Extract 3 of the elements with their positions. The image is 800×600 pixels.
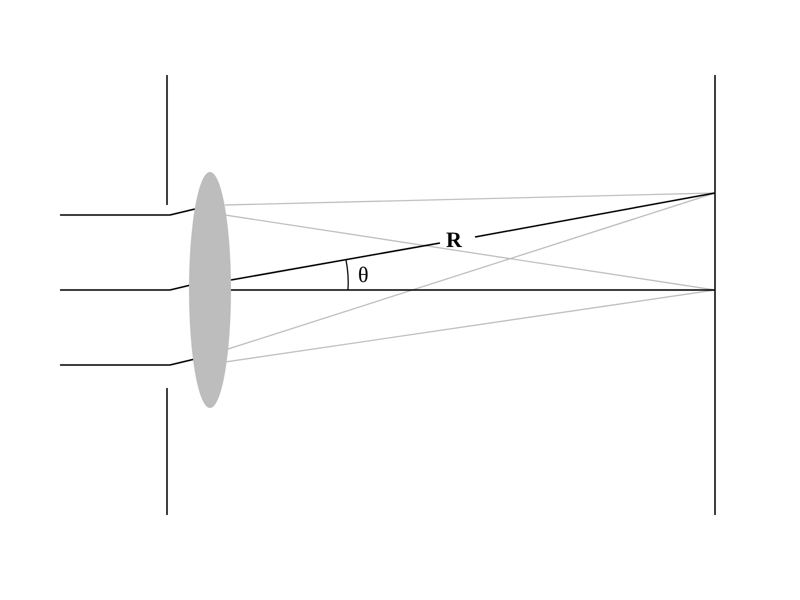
angle-label: θ <box>358 263 369 287</box>
lens-shape <box>189 172 231 408</box>
radius-label: R <box>446 228 462 252</box>
